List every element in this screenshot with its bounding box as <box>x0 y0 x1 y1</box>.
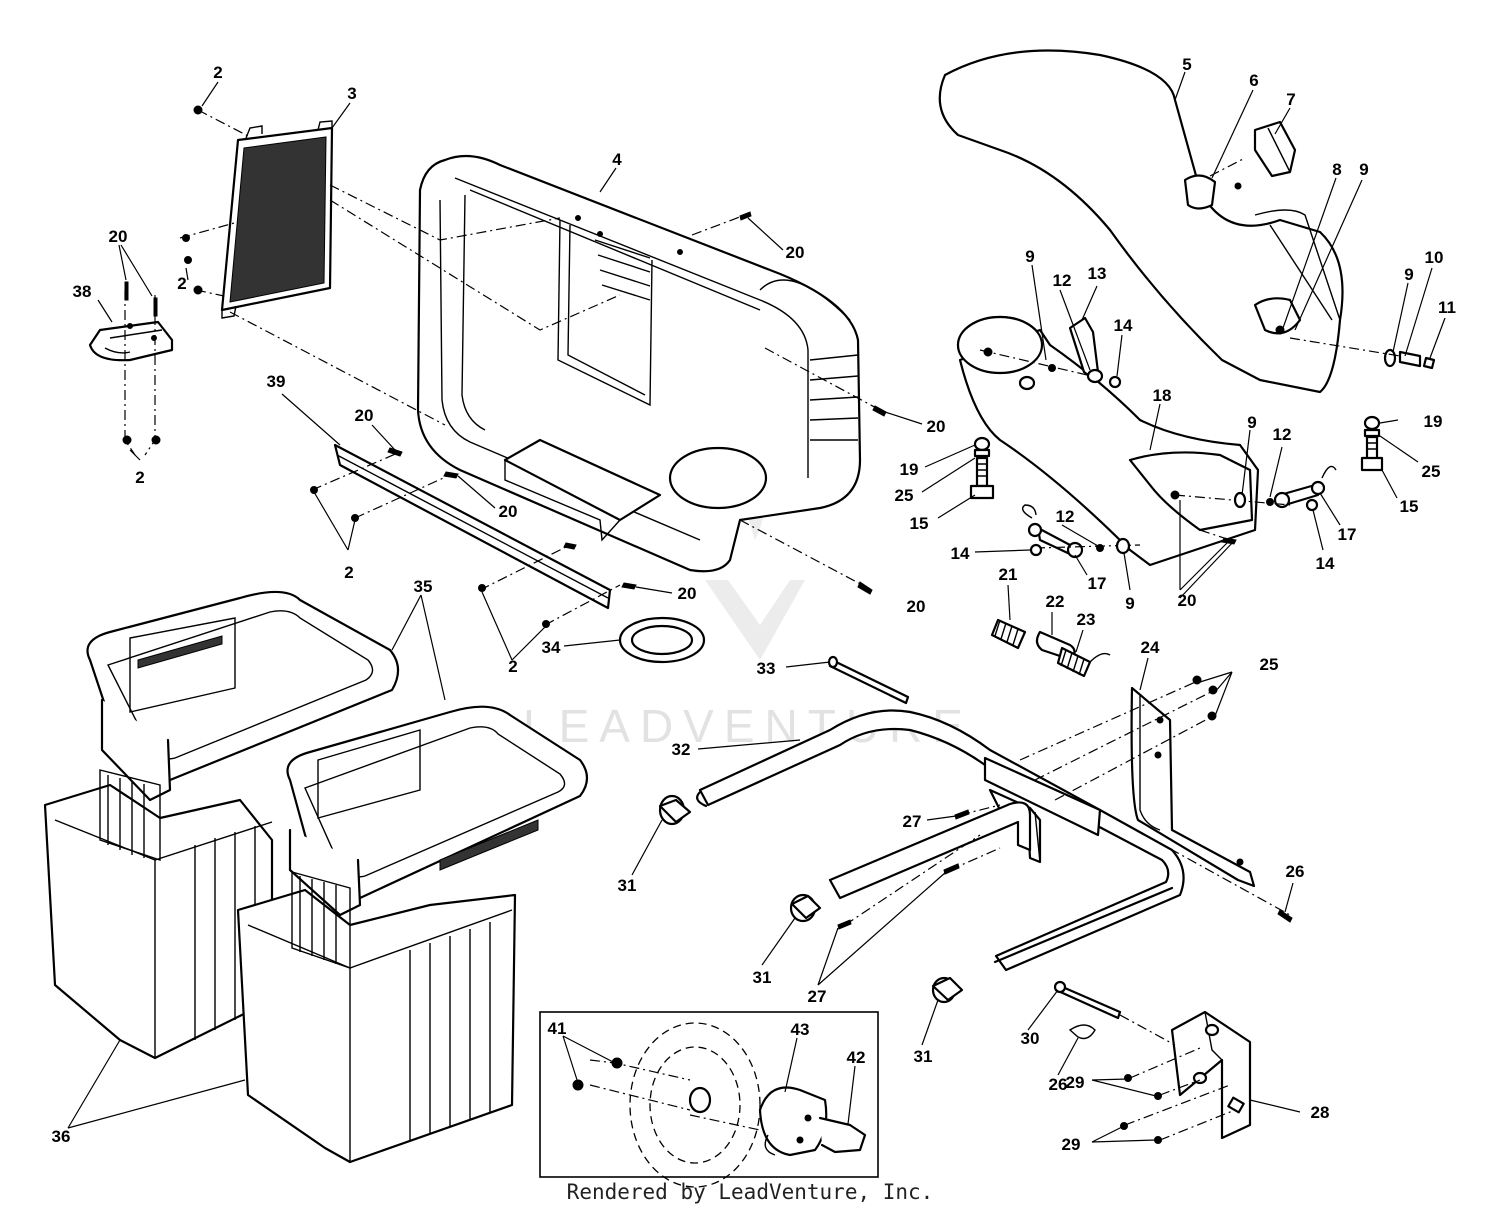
inset-detail <box>539 1011 879 1188</box>
callout-27: 27 <box>808 987 827 1006</box>
callout-31: 31 <box>618 876 637 895</box>
part-pin-hardware <box>1383 348 1436 370</box>
part-rod <box>827 655 910 705</box>
callout-31: 31 <box>914 1047 933 1066</box>
callout-27: 27 <box>903 812 922 831</box>
footer-credit: Rendered by LeadVenture, Inc. <box>566 1180 934 1204</box>
callout-6: 6 <box>1249 71 1258 90</box>
callout-29: 29 <box>1066 1073 1085 1092</box>
part-grille-screen <box>220 120 334 319</box>
callout-12: 12 <box>1273 425 1292 444</box>
part-frame <box>696 709 1185 972</box>
callout-2: 2 <box>213 63 222 82</box>
callout-2: 2 <box>508 657 517 676</box>
callout-39: 39 <box>267 372 286 391</box>
callout-14: 14 <box>1114 316 1133 335</box>
callout-9: 9 <box>1404 265 1413 284</box>
part-bolt-right <box>1360 415 1384 472</box>
callout-32: 32 <box>672 740 691 759</box>
part-ring <box>618 616 706 664</box>
part-bracket-24 <box>1130 686 1256 888</box>
callout-13: 13 <box>1088 264 1107 283</box>
callout-43: 43 <box>791 1020 810 1039</box>
callout-12: 12 <box>1056 507 1075 526</box>
callout-25: 25 <box>895 486 914 505</box>
callout-9: 9 <box>1247 413 1256 432</box>
part-bag-frames <box>86 590 589 917</box>
callout-24: 24 <box>1141 638 1160 657</box>
callout-21: 21 <box>999 565 1018 584</box>
part-pin-30 <box>1053 980 1122 1040</box>
callout-38: 38 <box>73 282 92 301</box>
callout-15: 15 <box>910 514 929 533</box>
callout-28: 28 <box>1311 1103 1330 1122</box>
callout-10: 10 <box>1425 248 1444 267</box>
callout-20: 20 <box>355 406 374 425</box>
callout-20: 20 <box>678 584 697 603</box>
callout-18: 18 <box>1153 386 1172 405</box>
callout-20: 20 <box>499 502 518 521</box>
callout-22: 22 <box>1046 592 1065 611</box>
callout-9: 9 <box>1359 160 1368 179</box>
callout-4: 4 <box>612 150 622 169</box>
callout-19: 19 <box>900 460 919 479</box>
callout-2: 2 <box>177 274 186 293</box>
part-caps-31 <box>658 794 964 1004</box>
callout-42: 42 <box>847 1048 866 1067</box>
callout-20: 20 <box>786 243 805 262</box>
callout-17: 17 <box>1088 574 1107 593</box>
callout-3: 3 <box>347 84 356 103</box>
callout-34: 34 <box>542 638 561 657</box>
assembly-lines <box>122 105 1401 1144</box>
callout-19: 19 <box>1424 412 1443 431</box>
callout-14: 14 <box>1316 554 1335 573</box>
callout-26: 26 <box>1286 862 1305 881</box>
part-latch <box>1253 120 1297 178</box>
callout-20: 20 <box>927 417 946 436</box>
callout-41: 41 <box>548 1019 567 1038</box>
callout-36: 36 <box>52 1127 71 1146</box>
callout-17: 17 <box>1338 525 1357 544</box>
part-bags <box>43 769 517 1164</box>
callout-31: 31 <box>753 968 772 987</box>
part-latch-17 <box>1022 465 1337 559</box>
callout-9: 9 <box>1125 594 1134 613</box>
callout-9: 9 <box>1025 247 1034 266</box>
callout-15: 15 <box>1400 497 1419 516</box>
callout-26: 26 <box>1049 1075 1068 1094</box>
part-bolt-left <box>969 436 995 500</box>
part-chute-adaptor <box>956 315 1260 567</box>
callout-20: 20 <box>109 227 128 246</box>
callout-2: 2 <box>344 563 353 582</box>
part-catcher-hood <box>416 154 862 573</box>
callout-5: 5 <box>1182 55 1191 74</box>
callout-12: 12 <box>1053 271 1072 290</box>
callout-29: 29 <box>1062 1135 1081 1154</box>
leader-lines <box>67 71 1446 1143</box>
callout-35: 35 <box>414 577 433 596</box>
part-chute <box>938 49 1344 394</box>
part-springs <box>990 618 1111 678</box>
callout-30: 30 <box>1021 1029 1040 1048</box>
part-bracket-38 <box>88 320 174 362</box>
callout-20: 20 <box>907 597 926 616</box>
callout-11: 11 <box>1438 298 1456 317</box>
part-deflector-39 <box>333 443 612 610</box>
callout-25: 25 <box>1422 462 1441 481</box>
callout-33: 33 <box>757 659 776 678</box>
callout-23: 23 <box>1077 610 1096 629</box>
callout-25: 25 <box>1260 655 1279 674</box>
callout-14: 14 <box>951 544 970 563</box>
callout-7: 7 <box>1286 90 1295 109</box>
callout-20: 20 <box>1178 591 1197 610</box>
callout-2: 2 <box>135 468 144 487</box>
part-bracket-28 <box>1170 1010 1252 1140</box>
callouts: 2 3 4 5 6 7 8 9 10 11 9 20 38 2 20 2 9 1… <box>52 55 1456 1154</box>
callout-8: 8 <box>1332 160 1341 179</box>
